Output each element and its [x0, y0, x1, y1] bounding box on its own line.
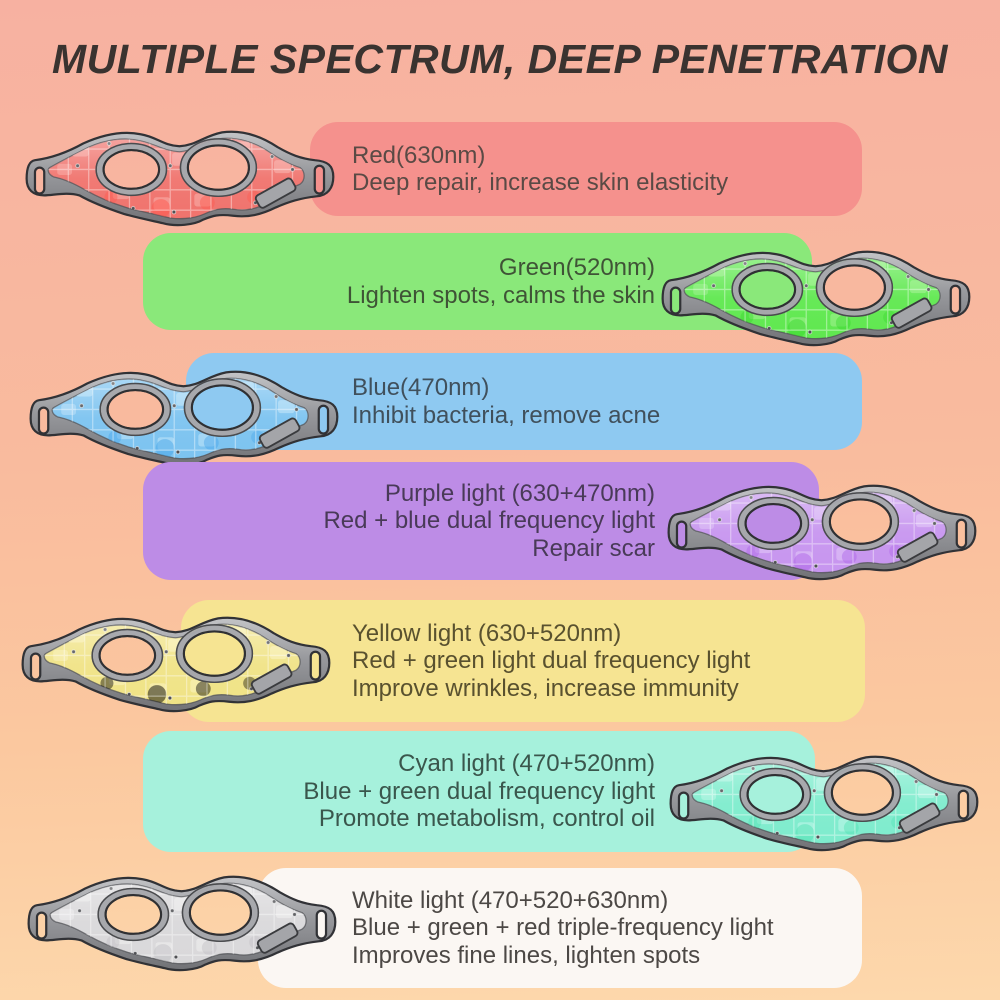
- led-eye-mask-purple-icon: [664, 466, 979, 583]
- row-description: Repair scar: [532, 534, 655, 562]
- row-description: Promote metabolism, control oil: [318, 805, 655, 833]
- row-description: Improve wrinkles, increase immunity: [352, 674, 739, 702]
- row-description: Red + green light dual frequency light: [352, 647, 751, 675]
- page-title: MULTIPLE SPECTRUM, DEEP PENETRATION: [52, 36, 948, 82]
- row-label: Blue(470nm): [352, 374, 490, 401]
- row-label: Cyan light (470+520nm): [398, 750, 655, 778]
- led-eye-mask-white-icon: [24, 857, 339, 974]
- row-description: Deep repair, increase skin elasticity: [352, 169, 729, 196]
- white-banner: White light (470+520+630nm) Blue + green…: [258, 868, 862, 988]
- led-eye-mask-blue-icon: [26, 352, 341, 469]
- row-description: Inhibit bacteria, remove acne: [352, 401, 661, 429]
- row-label: Purple light (630+470nm): [384, 479, 655, 507]
- row-description: Blue + green dual frequency light: [303, 777, 655, 805]
- row-label: Yellow light (630+520nm): [352, 619, 622, 647]
- row-description: Blue + green + red triple-frequency ligh…: [352, 914, 774, 942]
- led-eye-mask-green-icon: [658, 232, 973, 349]
- led-eye-mask-red-icon: [22, 112, 337, 229]
- row-label: White light (470+520+630nm): [352, 886, 669, 914]
- row-description: Improves fine lines, lighten spots: [352, 941, 701, 969]
- red-banner: Red(630nm) Deep repair, increase skin el…: [310, 122, 862, 216]
- row-description: Red + blue dual frequency light: [323, 507, 655, 535]
- led-eye-mask-cyan-icon: [666, 737, 981, 854]
- row-label: Red(630nm): [352, 141, 486, 169]
- row-label: Green(520nm): [498, 254, 655, 281]
- row-description: Lighten spots, calms the skin: [346, 281, 655, 309]
- led-eye-mask-yellow-icon: [18, 598, 333, 715]
